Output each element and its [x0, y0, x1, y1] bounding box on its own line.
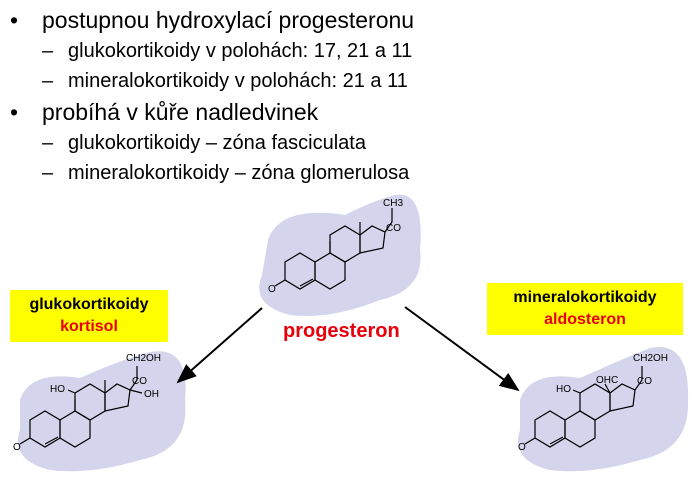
atom-label: HO [50, 384, 65, 395]
cortisol-structure: O CO CH2OH OH HO [13, 351, 186, 472]
dash-symbol: – [42, 40, 54, 62]
atom-label: CH3 [383, 198, 403, 209]
bullet-symbol: • [10, 99, 19, 125]
sub-bullet-text: glukokortikoidy – zóna fasciculata [68, 132, 366, 154]
atom-label: CO [386, 223, 401, 234]
molecule-shadow [259, 194, 421, 316]
atom-label: CH2OH [126, 353, 161, 364]
atom-label: O [268, 284, 276, 295]
label-compound: kortisol [60, 318, 118, 335]
atom-label: HO [556, 384, 571, 395]
atom-label: O [518, 442, 526, 453]
bullet-text: postupnou hydroxylací progesteronu [42, 7, 415, 33]
atom-label: OHC [596, 375, 618, 386]
label-title: glukokortikoidy [29, 296, 149, 313]
label-compound: aldosteron [544, 311, 626, 328]
glucocorticoid-label: glukokortikoidy kortisol [10, 290, 168, 342]
atom-label: O [13, 442, 21, 453]
progesterone-label: progesteron [283, 320, 400, 342]
bullet-symbol: • [10, 7, 19, 33]
bullet-text: probíhá v kůře nadledvinek [42, 99, 319, 125]
atom-label: CH2OH [633, 353, 668, 364]
sub-bullet-text: mineralokortikoidy v polohách: 21 a 11 [68, 70, 408, 92]
arrow-right [404, 306, 520, 392]
arrow-left [176, 307, 263, 384]
molecule-shadow [518, 347, 689, 472]
atom-label: CO [637, 376, 652, 387]
label-title: mineralokortikoidy [513, 289, 657, 306]
atom-label: CO [132, 376, 147, 387]
aldosterone-structure: O CO CH2OH HO OHC [518, 347, 689, 472]
sub-bullet-text: glukokortikoidy v polohách: 17, 21 a 11 [68, 40, 413, 62]
molecule-shadow [18, 351, 186, 472]
dash-symbol: – [42, 70, 54, 92]
dash-symbol: – [42, 132, 54, 154]
dash-symbol: – [42, 162, 54, 184]
atom-label: OH [144, 389, 159, 400]
sub-bullet-text: mineralokortikoidy – zóna glomerulosa [68, 162, 410, 184]
progesterone-structure: O CO CH3 [259, 194, 421, 316]
mineralocorticoid-label: mineralokortikoidy aldosteron [487, 283, 683, 335]
